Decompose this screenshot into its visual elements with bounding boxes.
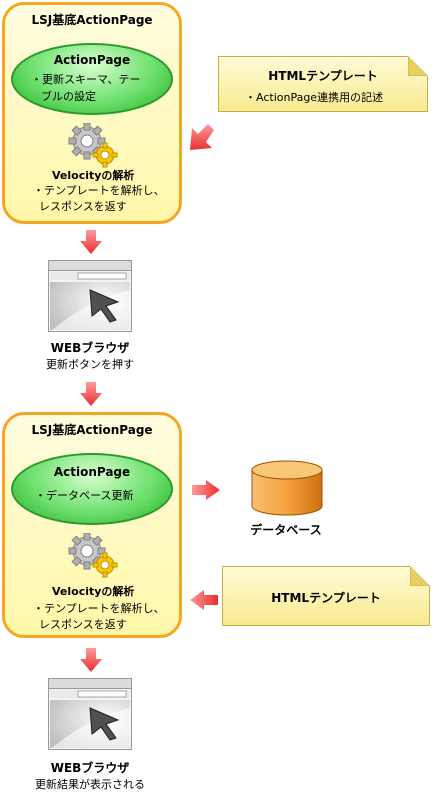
browser-title: WEBブラウザ: [50, 761, 130, 775]
gear-icon: [68, 533, 118, 578]
html-template-note-bottom: HTMLテンプレート: [222, 566, 430, 626]
frame-title: LSJ基底ActionPage: [31, 423, 153, 437]
action-page-title: ActionPage: [53, 465, 131, 479]
browser-caption: 更新ボタンを押す: [46, 358, 134, 371]
action-page-ellipse: ActionPage ・データベース更新: [11, 453, 173, 525]
velocity-line1: ・テンプレートを解析し、: [33, 184, 165, 197]
left-arrow-icon: [190, 590, 218, 610]
note-fold-icon: [408, 56, 428, 76]
left-arrow-icon: [190, 124, 214, 150]
action-page-line1: ・データベース更新: [35, 489, 134, 502]
note-title: HTMLテンプレート: [268, 69, 378, 83]
browser-title: WEBブラウザ: [50, 341, 130, 355]
browser-caption-2: WEBブラウザ 更新結果が表示される: [10, 760, 170, 793]
right-arrow-icon: [192, 480, 220, 500]
frame-title: LSJ基底ActionPage: [31, 13, 153, 27]
html-template-note-top: HTMLテンプレート ・ActionPage連携用の記述: [218, 56, 428, 112]
browser-caption: 更新結果が表示される: [35, 778, 145, 791]
gear-icon: [68, 123, 118, 168]
velocity-line2: レスポンスを返す: [39, 200, 127, 213]
note-fold-icon: [410, 566, 430, 586]
down-arrow-icon: [80, 648, 102, 672]
velocity-title: Velocityの解析: [52, 169, 135, 182]
action-page-frame-bottom: LSJ基底ActionPage ActionPage ・データベース更新 Vel…: [2, 412, 182, 638]
velocity-line2: レスポンスを返す: [39, 618, 127, 631]
velocity-title: Velocityの解析: [52, 585, 135, 598]
down-arrow-icon: [80, 230, 102, 254]
action-page-frame-top: LSJ基底ActionPage ActionPage ・更新スキーマ、テー ブル…: [2, 2, 182, 224]
action-page-line1: ・更新スキーマ、テー: [31, 73, 141, 86]
note-text: ・ActionPage連携用の記述: [245, 91, 384, 104]
database-cylinder-icon: [251, 460, 323, 516]
action-page-ellipse: ActionPage ・更新スキーマ、テー ブルの設定: [11, 43, 173, 115]
cursor-icon: [89, 707, 120, 741]
action-page-line2: ブルの設定: [41, 90, 96, 103]
note-title: HTMLテンプレート: [271, 591, 381, 605]
browser-caption-1: WEBブラウザ 更新ボタンを押す: [20, 340, 160, 373]
cursor-icon: [89, 289, 120, 323]
down-arrow-icon: [80, 382, 102, 406]
database-label: データベース: [250, 523, 322, 537]
velocity-line1: ・テンプレートを解析し、: [33, 602, 165, 615]
action-page-title: ActionPage: [53, 53, 131, 67]
